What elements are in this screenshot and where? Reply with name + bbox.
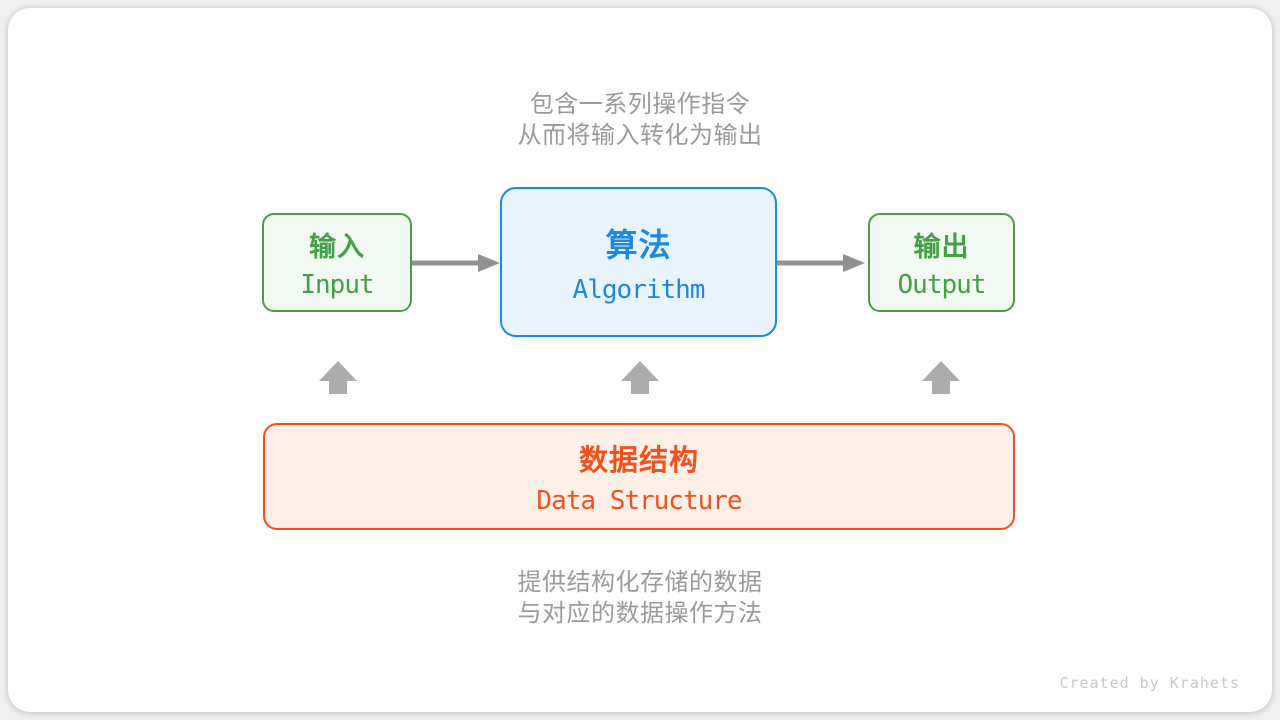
data-structure-title-zh: 数据结构	[578, 445, 699, 477]
algorithm-node: 算法 Algorithm	[500, 187, 777, 337]
caption-line: 提供结构化存储的数据	[517, 569, 763, 596]
algorithm-title-en: Algorithm	[572, 274, 706, 305]
data-structure-caption: 提供结构化存储的数据 与对应的数据操作方法	[8, 567, 1272, 629]
output-title-zh: 输出	[913, 232, 970, 262]
credit-text: Created by Krahets	[1059, 674, 1240, 692]
arrow-right-icon	[777, 254, 865, 272]
diagram-card: 包含一系列操作指令 从而将输入转化为输出 输入 Input 算法 Algorit…	[8, 8, 1272, 712]
output-title-en: Output	[897, 270, 987, 300]
input-title-zh: 输入	[309, 232, 365, 262]
arrow-up-icon	[621, 361, 659, 394]
algorithm-caption: 包含一系列操作指令 从而将输入转化为输出	[8, 89, 1272, 151]
caption-line: 与对应的数据操作方法	[517, 600, 763, 627]
data-structure-node: 数据结构 Data Structure	[263, 423, 1015, 530]
arrow-right-icon	[412, 254, 500, 272]
algorithm-title-zh: 算法	[605, 226, 672, 263]
output-node: 输出 Output	[868, 213, 1015, 312]
caption-line: 包含一系列操作指令	[529, 91, 751, 118]
arrow-up-icon	[922, 361, 960, 394]
data-structure-title-en: Data Structure	[536, 486, 742, 516]
arrow-up-icon	[319, 361, 357, 394]
input-title-en: Input	[300, 270, 374, 300]
input-node: 输入 Input	[262, 213, 412, 312]
caption-line: 从而将输入转化为输出	[517, 122, 763, 149]
